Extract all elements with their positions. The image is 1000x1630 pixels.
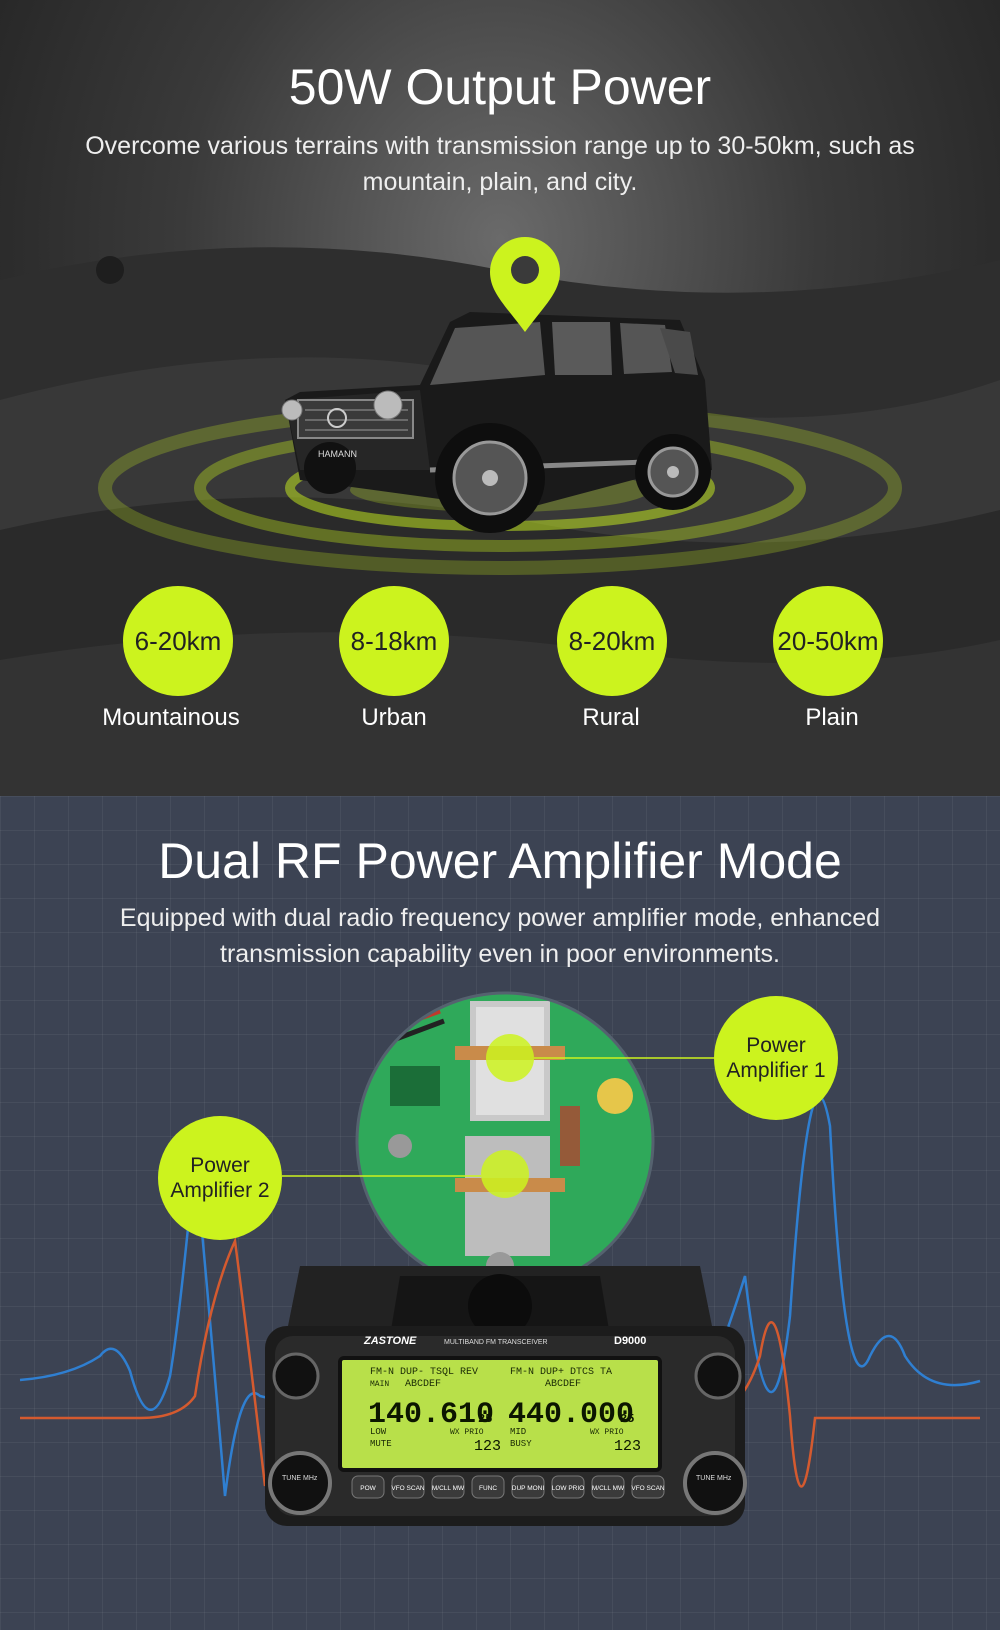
radio-button-pow[interactable]: POW (360, 1485, 376, 1492)
lcd-left-name: ABCDEF (405, 1379, 441, 1390)
lcd-left-sub: 25 (478, 1412, 492, 1426)
lcd-right-flags: FM-N DUP+ DTCS TA (510, 1367, 612, 1378)
section-title: 50W Output Power (288, 59, 712, 115)
radio-model: D9000 (614, 1335, 646, 1347)
lcd-left-frequency: 140.610 (368, 1398, 494, 1432)
section-title: Dual RF Power Amplifier Mode (158, 833, 842, 889)
radio-button-low-prio[interactable]: LOW PRIO (552, 1485, 585, 1492)
location-pin-icon (490, 237, 560, 332)
lcd-right-state: BUSY (510, 1439, 532, 1449)
radio-button-mcll-mw[interactable]: M/CLL MW (432, 1485, 465, 1492)
lcd-left-prio: WX PRIO (450, 1428, 484, 1437)
amplifier-1-label: Power Amplifier 1 (726, 1034, 826, 1082)
range-badge-urban: 8-18km (339, 586, 449, 696)
radio-button-vfo-scan[interactable]: VFO SCAN (391, 1485, 425, 1492)
suv-car: HAMANN (281, 312, 712, 533)
range-badge-plain: 20-50km (773, 586, 883, 696)
section-subtitle: Equipped with dual radio frequency power… (119, 904, 881, 968)
terrain-label-rural: Rural (582, 704, 640, 731)
terrain-label-urban: Urban (361, 704, 427, 731)
vehicle-illustration: HAMANN (98, 237, 902, 575)
radio-transceiver (265, 1266, 747, 1526)
radio-button-mcll-mw-2[interactable]: M/CLL MW (592, 1485, 625, 1492)
knob-left-label: TUNE MHz (282, 1475, 318, 1482)
lcd-left-tag: MAIN (370, 1380, 389, 1389)
range-badge-mountainous: 6-20km (123, 586, 233, 696)
knob-right-label: TUNE MHz (696, 1475, 732, 1482)
car-badge: HAMANN (318, 449, 357, 459)
amplifier-1-badge: Power Amplifier 1 (714, 996, 838, 1120)
amplifier-2-badge: Power Amplifier 2 (158, 1116, 282, 1240)
lcd-right-power: MID (510, 1427, 526, 1437)
radio-button-func[interactable]: FUNC (479, 1485, 497, 1492)
amplifier-illustration: ZASTONE MULTIBAND FM TRANSCEIVER D9000 F… (19, 991, 981, 1526)
radio-subtitle: MULTIBAND FM TRANSCEIVER (444, 1339, 548, 1346)
lcd-left-channel: 123 (474, 1438, 501, 1455)
terrain-label-plain: Plain (805, 704, 859, 731)
radio-button-dup-moni[interactable]: DUP MONI (512, 1485, 545, 1492)
amplifier-2-label: Power Amplifier 2 (170, 1154, 270, 1202)
lcd-right-sub: 25 (620, 1412, 634, 1426)
output-power-section: 50W Output Power Overcome various terrai… (0, 0, 1000, 796)
lcd-right-prio: WX PRIO (590, 1428, 624, 1437)
pcb-closeup (357, 993, 653, 1289)
range-badge-rural: 8-20km (557, 586, 667, 696)
lcd-right-frequency: 440.000 (508, 1398, 634, 1432)
lcd-right-name: ABCDEF (545, 1379, 581, 1390)
lcd-right-channel: 123 (614, 1438, 641, 1455)
lcd-left-flags: FM-N DUP- TSQL REV (370, 1367, 478, 1378)
radio-button-vfo-scan-2[interactable]: VFO SCAN (631, 1485, 665, 1492)
radio-brand: ZASTONE (363, 1335, 417, 1347)
terrain-label-mountainous: Mountainous (102, 704, 240, 731)
lcd-left-power: LOW (370, 1427, 387, 1437)
section-subtitle: Overcome various terrains with transmiss… (85, 132, 915, 196)
lcd-left-state: MUTE (370, 1439, 392, 1449)
desert-dunes-background (0, 247, 1000, 796)
radio-button-row (351, 1475, 665, 1499)
amplifier-section: Dual RF Power Amplifier Mode Equipped wi… (0, 796, 1000, 1630)
